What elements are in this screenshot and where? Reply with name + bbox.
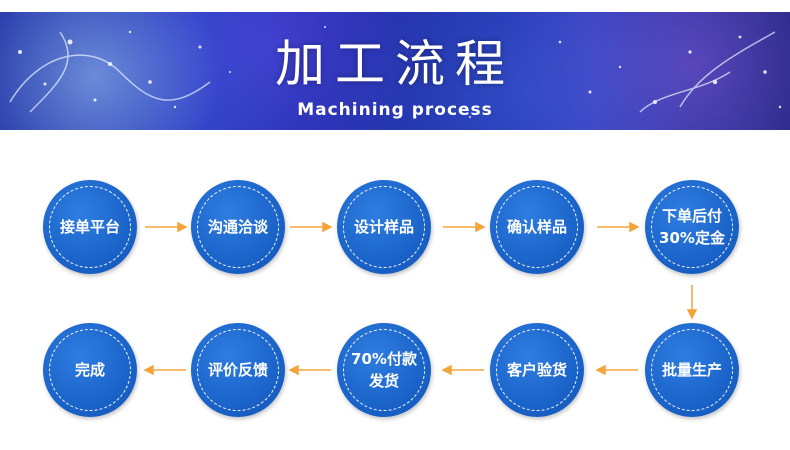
step-negotiation: 沟通洽谈 <box>191 180 285 274</box>
header-banner: 加工流程 Machining process <box>0 12 790 130</box>
step-feedback: 评价反馈 <box>191 323 285 417</box>
step-order-platform: 接单平台 <box>43 180 137 274</box>
step-customer-inspection: 客户验货 <box>490 323 584 417</box>
step-design-sample: 设计样品 <box>337 180 431 274</box>
step-final-payment-shipping: 70%付款 发货 <box>337 323 431 417</box>
step-label: 设计样品 <box>353 218 414 236</box>
step-label: 完成 <box>74 361 105 379</box>
step-confirm-sample: 确认样品 <box>490 180 584 274</box>
page-subtitle: Machining process <box>297 100 493 120</box>
water-splash-decoration <box>9 26 782 118</box>
arrow-right-icon <box>443 221 486 233</box>
step-label: 评价反馈 <box>207 361 268 379</box>
arrow-left-icon <box>441 364 484 376</box>
arrow-down-icon <box>686 285 698 320</box>
step-label-line2: 发货 <box>368 372 399 390</box>
arrow-right-icon <box>597 221 640 233</box>
step-label: 客户验货 <box>506 361 567 379</box>
step-deposit-payment: 下单后付 30%定金 <box>645 180 739 274</box>
arrow-left-icon <box>595 364 638 376</box>
step-label-line1: 70%付款 <box>351 350 417 368</box>
step-mass-production: 批量生产 <box>645 323 739 417</box>
page-title: 加工流程 <box>275 35 515 93</box>
step-label: 接单平台 <box>59 218 120 236</box>
step-complete: 完成 <box>43 323 137 417</box>
step-label-line1: 下单后付 <box>661 207 722 225</box>
arrow-right-icon <box>145 221 188 233</box>
step-label: 沟通洽谈 <box>207 218 268 236</box>
step-label: 批量生产 <box>661 361 722 379</box>
step-label-line2: 30%定金 <box>659 229 725 247</box>
arrow-left-icon <box>288 364 331 376</box>
step-label: 确认样品 <box>506 218 567 236</box>
arrow-right-icon <box>290 221 333 233</box>
arrow-left-icon <box>143 364 186 376</box>
